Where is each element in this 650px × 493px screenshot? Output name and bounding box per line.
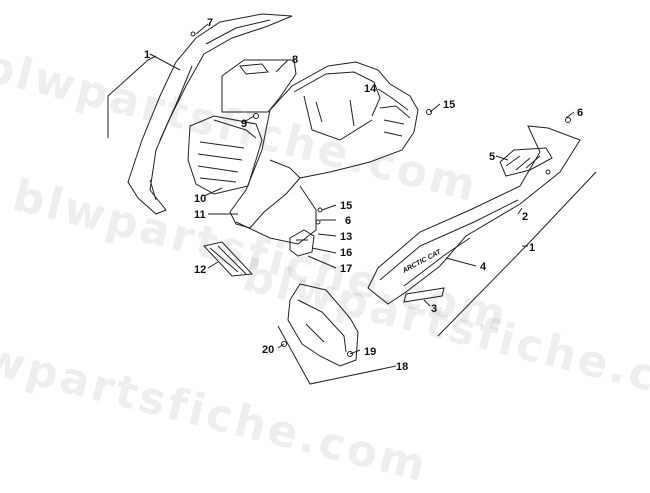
callout-19: 19 [364,346,376,358]
fasteners [190,31,571,357]
callout-8: 8 [292,54,298,66]
decal-part [403,287,445,303]
callout-3: 3 [431,303,437,315]
hood-part [229,61,419,245]
callout-18: 18 [396,361,408,373]
callout-13: 13 [340,231,352,243]
grille-part [203,241,254,277]
callout-1-left: 1 [144,49,150,61]
callout-20: 20 [262,344,274,356]
callout-17: 17 [340,263,352,275]
callout-1-right: 1 [529,242,535,254]
inner-panel-part [221,59,297,113]
callout-15-top: 15 [443,99,455,111]
nose-pan-part [287,283,359,367]
callout-15-mid: 15 [340,200,352,212]
exploded-view: ARCTIC CAT 1 7 8 9 14 15 6 5 2 1 4 3 10 … [107,13,597,385]
callout-10: 10 [194,193,206,205]
bracket-part [289,229,315,257]
callout-labels: 1 7 8 9 14 15 6 5 2 1 4 3 10 11 12 15 6 … [144,17,583,373]
callout-14: 14 [364,83,377,95]
assembly-bracket-left [107,55,157,138]
vent-duct-part [187,115,263,195]
callout-7: 7 [207,17,213,29]
callout-16: 16 [340,247,352,259]
callout-9: 9 [241,118,247,130]
callout-2: 2 [522,211,528,223]
panel-brand-decal: ARCTIC CAT [401,248,443,275]
side-panel-part [367,125,581,305]
leader-lines [149,23,575,355]
parts-diagram: blwpartsfiche.com blwpartsfiche.com blwp… [0,13,650,493]
callout-6-top: 6 [577,107,583,119]
callout-5: 5 [489,151,495,163]
callout-4: 4 [480,261,487,273]
callout-6-mid: 6 [345,215,351,227]
callout-12: 12 [194,264,206,276]
assembly-bracket-lower [277,325,397,385]
windshield-part [127,13,293,215]
callout-11: 11 [194,209,206,221]
assembly-bracket-right [437,171,597,337]
